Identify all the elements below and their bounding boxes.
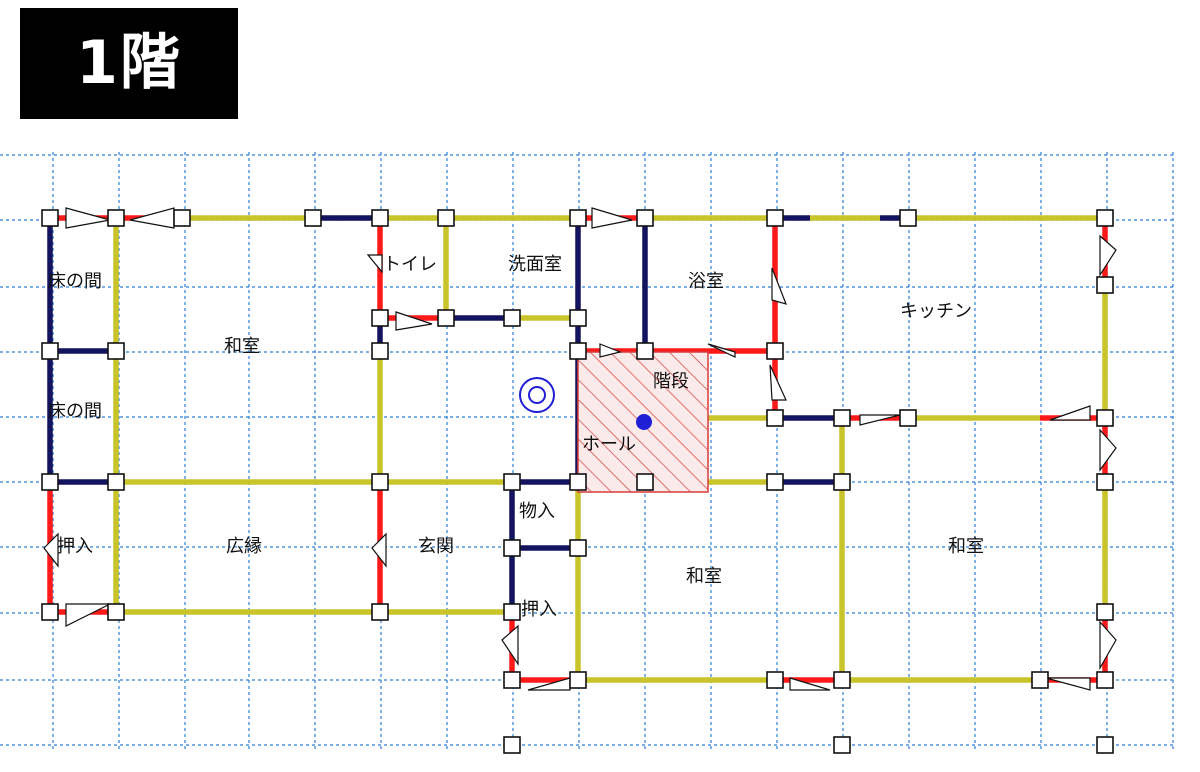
square-post-icon (1096, 276, 1114, 294)
triangle-brace-icon (371, 532, 387, 568)
triangle-brace-icon (65, 207, 111, 229)
room-label-toilet: トイレ (383, 254, 437, 275)
triangle-brace-icon (789, 677, 831, 691)
square-post-icon (766, 409, 784, 427)
room-label-kitchen: キッチン (900, 301, 972, 322)
square-post-icon (636, 342, 654, 360)
square-post-icon (107, 473, 125, 491)
triangle-brace-icon (1045, 677, 1091, 691)
room-label-washitsu-2: 和室 (686, 566, 722, 587)
triangle-brace-icon (366, 254, 383, 274)
square-post-icon (833, 671, 851, 689)
square-post-icon (41, 473, 59, 491)
square-post-icon (569, 342, 587, 360)
room-label-kaidan: 階段 (653, 371, 689, 392)
square-post-icon (107, 603, 125, 621)
square-post-icon (503, 603, 521, 621)
square-post-icon (899, 209, 917, 227)
square-post-icon (503, 473, 521, 491)
room-label-washitsu-1: 和室 (224, 336, 260, 357)
circle-target-icon (519, 377, 555, 413)
square-post-icon (173, 209, 191, 227)
square-post-icon (636, 209, 654, 227)
square-post-icon (569, 671, 587, 689)
square-post-icon (41, 603, 59, 621)
square-post-icon (899, 409, 917, 427)
square-post-icon (437, 309, 455, 327)
triangle-brace-icon (1099, 620, 1117, 671)
square-post-icon (41, 342, 59, 360)
square-post-icon (503, 539, 521, 557)
room-label-genkan: 玄関 (418, 536, 454, 557)
square-post-icon (569, 309, 587, 327)
square-post-icon (371, 603, 389, 621)
square-post-icon (1096, 473, 1114, 491)
square-post-icon (437, 209, 455, 227)
square-post-icon (766, 473, 784, 491)
square-post-icon (766, 209, 784, 227)
square-post-icon (107, 342, 125, 360)
square-post-icon (569, 209, 587, 227)
triangle-brace-icon (65, 603, 111, 627)
room-label-monoire: 物入 (519, 501, 555, 522)
square-post-icon (1031, 671, 1049, 689)
room-label-washitsu-3: 和室 (948, 536, 984, 557)
triangle-brace-icon (591, 207, 633, 229)
square-post-icon (503, 736, 521, 754)
square-post-icon (371, 473, 389, 491)
square-post-icon (1096, 671, 1114, 689)
triangle-brace-icon (129, 207, 175, 229)
square-post-icon (41, 209, 59, 227)
square-post-icon (833, 473, 851, 491)
walls (47, 215, 1108, 683)
square-post-icon (371, 342, 389, 360)
square-post-icon (1096, 409, 1114, 427)
room-label-senmenjo: 洗面室 (508, 254, 562, 275)
triangle-brace-icon (43, 532, 59, 568)
room-label-oshiire-1: 押入 (57, 536, 93, 557)
column-posts (41, 209, 1114, 754)
room-label-hall: ホール (582, 434, 636, 455)
square-post-icon (636, 473, 654, 491)
triangle-brace-icon (707, 343, 736, 358)
triangle-brace-icon (771, 267, 787, 305)
square-post-icon (371, 309, 389, 327)
square-post-icon (1096, 736, 1114, 754)
square-post-icon (766, 671, 784, 689)
square-post-icon (503, 309, 521, 327)
square-post-icon (371, 209, 389, 227)
room-label-tokonoma-2: 床の間 (48, 401, 102, 422)
triangle-brace-icon (395, 311, 433, 331)
wall-braces (43, 207, 1117, 691)
room-label-hiroen: 広縁 (226, 536, 262, 557)
triangle-brace-icon (599, 343, 622, 358)
square-post-icon (1096, 209, 1114, 227)
triangle-brace-icon (1049, 405, 1091, 421)
square-post-icon (766, 342, 784, 360)
blue-dot-icon (636, 414, 652, 430)
triangle-brace-icon (501, 624, 519, 666)
square-post-icon (503, 671, 521, 689)
room-label-oshiire-2: 押入 (521, 599, 557, 620)
triangle-brace-icon (1099, 234, 1117, 278)
room-label-yokushitsu: 浴室 (688, 271, 724, 292)
square-post-icon (833, 736, 851, 754)
square-post-icon (304, 209, 322, 227)
square-post-icon (833, 409, 851, 427)
floor-title: 1階 (20, 8, 238, 119)
triangle-brace-icon (769, 364, 787, 401)
triangle-brace-icon (859, 414, 901, 426)
room-label-tokonoma-1: 床の間 (48, 271, 102, 292)
square-post-icon (569, 473, 587, 491)
square-post-icon (569, 539, 587, 557)
triangle-brace-icon (1099, 428, 1117, 472)
square-post-icon (1096, 603, 1114, 621)
square-post-icon (107, 209, 125, 227)
